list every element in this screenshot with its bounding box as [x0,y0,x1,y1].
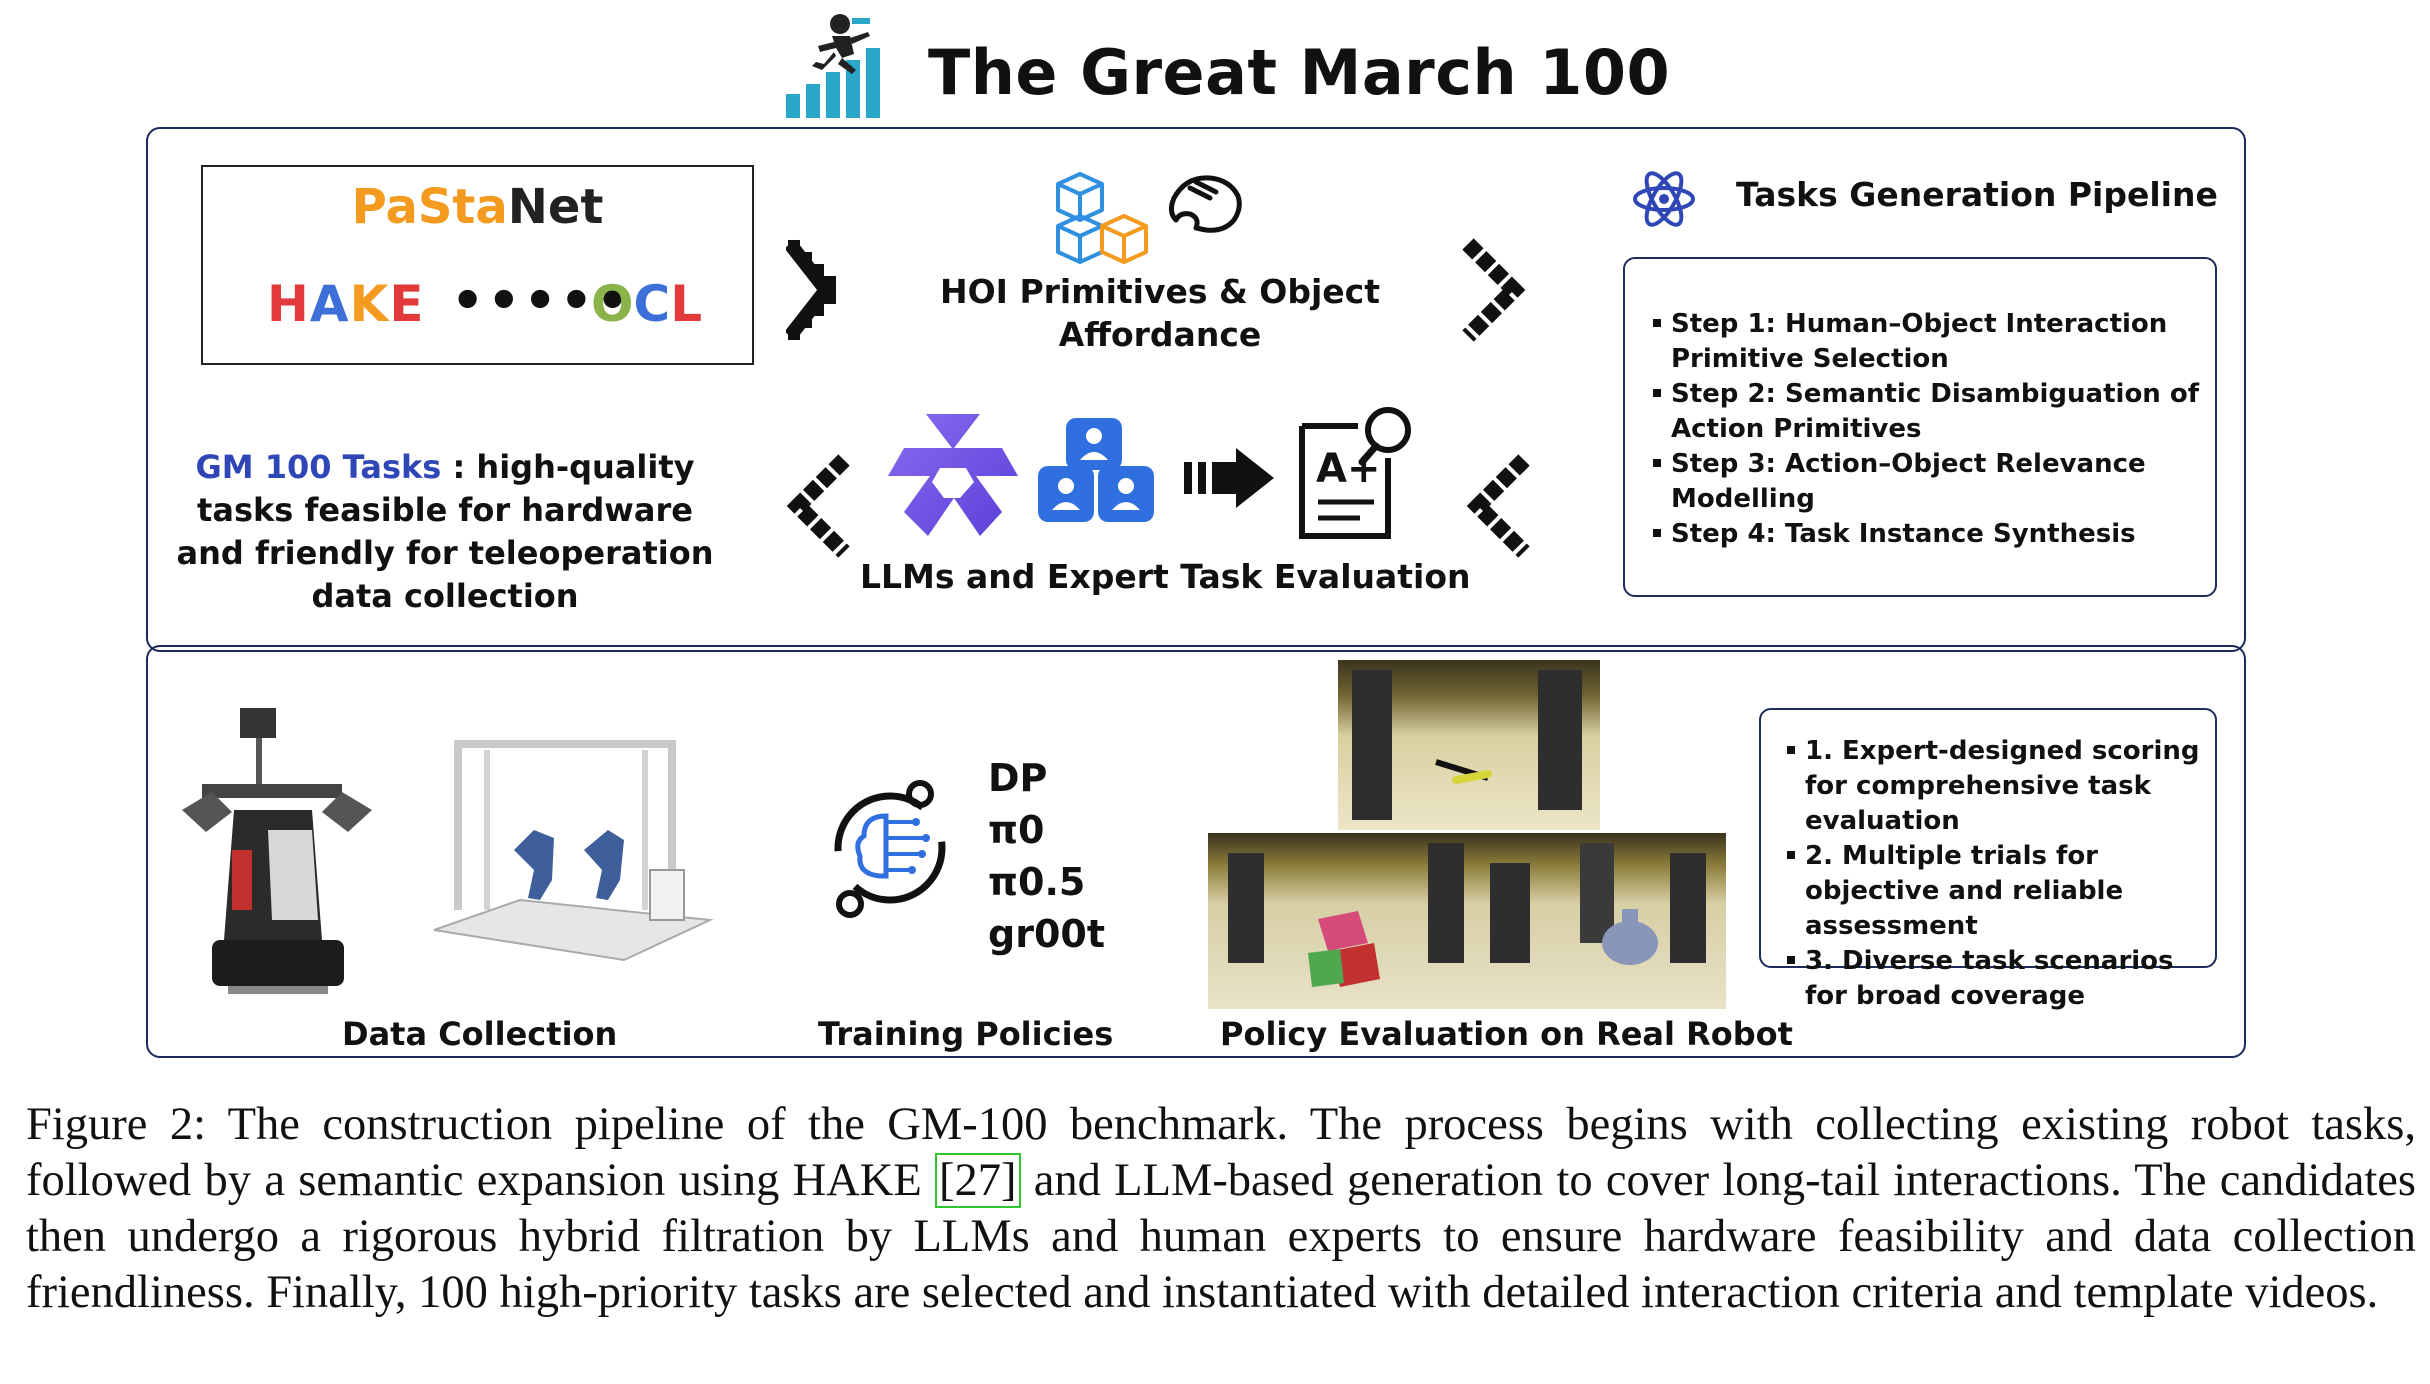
figure-title: The Great March 100 [928,36,1671,109]
grade-document-icon: A+ [1296,402,1418,546]
experts-chat-icon [1036,414,1156,538]
hake-label: HAKE [267,275,425,333]
policy-list: DP π0 π0.5 gr00t [988,752,1105,960]
double-arrow-icon [1182,446,1276,514]
real-robot-photo [1208,833,1470,1009]
source-datasets-box: PaStaNet HAKE ••••• OCL [201,165,754,365]
pointing-hand-icon [1166,168,1246,244]
real-robot-photo [1338,660,1600,830]
ocl-label: OCL [591,275,703,333]
policy-evaluation-label: Policy Evaluation on Real Robot [1220,1015,1793,1053]
policy-name: DP [988,756,1048,800]
data-collection-label: Data Collection [342,1015,618,1053]
real-robot-photo [1470,833,1726,1009]
chevron-right-icon [784,238,856,346]
training-policies-label: Training Policies [818,1015,1114,1053]
pipeline-step: Step 2: Semantic Disambiguation of Actio… [1653,377,2203,447]
chevron-right-icon [1462,238,1532,346]
citation-link[interactable]: [27] [935,1153,1021,1208]
pipeline-steps-box: Step 1: Human–Object Interaction Primiti… [1623,257,2217,597]
evaluation-point: 1. Expert-designed scoring for comprehen… [1787,734,2217,839]
llm-evaluation-label: LLMs and Expert Task Evaluation [860,557,1471,596]
chevron-left-icon [1462,454,1532,562]
pipeline-step: Step 1: Human–Object Interaction Primiti… [1653,307,2203,377]
mobile-robot-image [172,700,382,1004]
evaluation-points-box: 1. Expert-designed scoring for comprehen… [1759,708,2217,1011]
evaluation-point: 3. Diverse task scenarios for broad cove… [1787,944,2217,1014]
atom-icon [1632,166,1696,236]
policy-name: π0 [988,808,1045,852]
pipeline-step: Step 3: Action–Object Relevance Modellin… [1653,447,2203,517]
llm-star-logo-icon [884,408,1022,546]
dual-arm-robot-image [424,730,714,974]
evaluation-points-list: 1. Expert-designed scoring for comprehen… [1787,734,2217,1014]
runner-logo-icon [782,8,902,120]
policy-name: π0.5 [988,860,1086,904]
hoi-primitives-label: HOI Primitives & Object Affordance [940,272,1380,354]
evaluation-panel [146,645,2246,1058]
policy-name: gr00t [988,912,1105,956]
pastanet-label: PaStaNet [351,179,604,235]
pipeline-step: Step 4: Task Instance Synthesis [1653,517,2203,552]
generation-panel [146,127,2246,652]
cubes-icon [1050,170,1156,270]
evaluation-point: 2. Multiple trials for objective and rel… [1787,839,2217,944]
ellipsis-dots: ••••• [451,271,633,331]
chevron-left-icon [782,454,852,562]
figure-caption: Figure 2: The construction pipeline of t… [26,1099,2416,1318]
pipeline-steps-list: Step 1: Human–Object Interaction Primiti… [1653,307,2203,552]
pipeline-title: Tasks Generation Pipeline [1736,175,2218,214]
ai-brain-circuit-icon [824,776,954,926]
gm-100-description: GM 100 Tasks : high-quality tasks feasib… [176,448,714,615]
